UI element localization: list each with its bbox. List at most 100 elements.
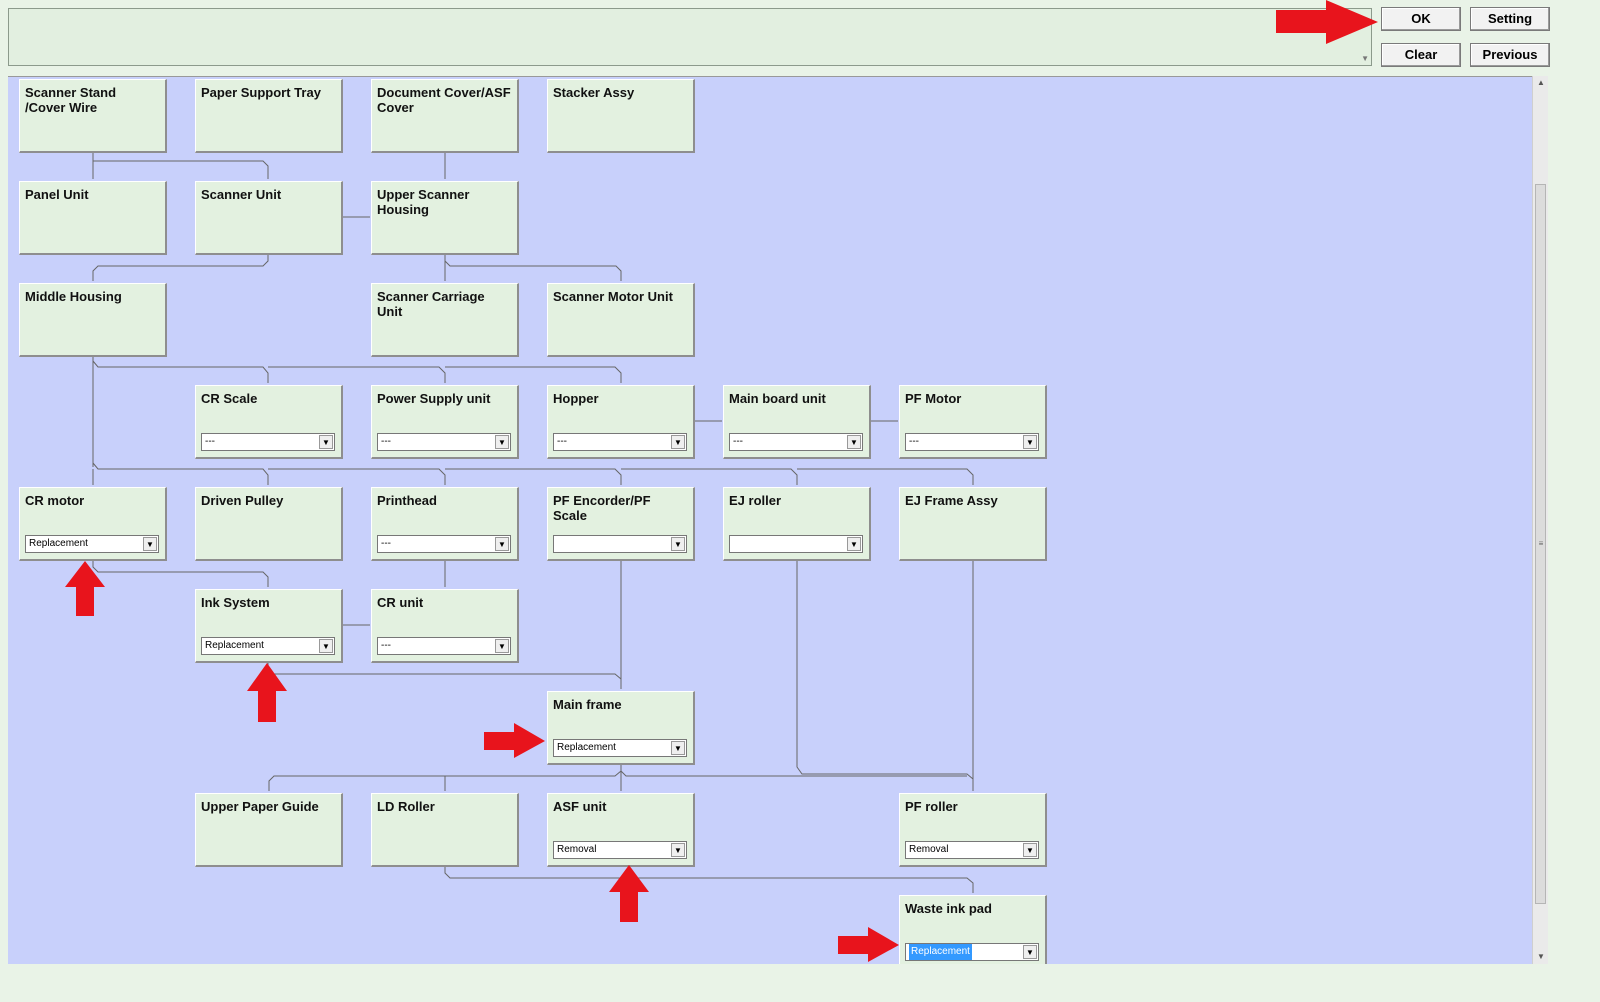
clear-button[interactable]: Clear	[1381, 43, 1461, 67]
dropdown-arrow-icon[interactable]: ▼	[319, 435, 333, 449]
select-value: Replacement	[909, 944, 972, 960]
status-select[interactable]: Replacement▼	[201, 637, 335, 655]
dropdown-arrow-icon[interactable]: ▼	[495, 537, 509, 551]
card-scanner-stand-cover-wire[interactable]: Scanner Stand /Cover Wire	[19, 79, 167, 153]
status-select[interactable]: --- ▼	[729, 433, 863, 451]
status-select[interactable]: --- ▼	[201, 433, 335, 451]
card-hopper[interactable]: Hopper ---▼	[547, 385, 695, 459]
card-scanner-unit[interactable]: Scanner Unit	[195, 181, 343, 255]
select-value: ---	[381, 538, 391, 549]
dropdown-arrow-icon[interactable]: ▼	[1023, 843, 1037, 857]
dropdown-arrow-icon[interactable]: ▼	[847, 537, 861, 551]
card-panel-unit[interactable]: Panel Unit	[19, 181, 167, 255]
status-select[interactable]: ▼	[553, 535, 687, 553]
status-select[interactable]: --- ▼	[905, 433, 1039, 451]
card-scanner-carriage-unit[interactable]: Scanner Carriage Unit	[371, 283, 519, 357]
bottom-strip	[0, 964, 1600, 1002]
up-arrow-icon	[609, 865, 649, 922]
ok-button[interactable]: OK	[1381, 7, 1461, 31]
select-value: Replacement	[29, 538, 88, 549]
card-title: EJ roller	[729, 493, 782, 508]
card-paper-support-tray[interactable]: Paper Support Tray	[195, 79, 343, 153]
scrollbar-thumb[interactable]: ≡	[1535, 184, 1546, 904]
status-select[interactable]: Removal▼	[905, 841, 1039, 859]
annotation-arrow-icon	[1276, 0, 1378, 44]
dropdown-arrow-icon[interactable]: ▼	[847, 435, 861, 449]
dropdown-arrow-icon[interactable]: ▼	[319, 639, 333, 653]
card-scanner-motor-unit[interactable]: Scanner Motor Unit	[547, 283, 695, 357]
card-printhead[interactable]: Printhead ---▼	[371, 487, 519, 561]
card-title: Stacker Assy	[553, 85, 635, 100]
card-title: Hopper	[553, 391, 599, 406]
card-title: Panel Unit	[25, 187, 89, 202]
card-cr-unit[interactable]: CR unit ---▼	[371, 589, 519, 663]
card-title: Ink System	[201, 595, 270, 610]
select-value: ---	[205, 436, 215, 447]
card-title: CR Scale	[201, 391, 258, 406]
card-title: Document Cover/ASF Cover	[377, 85, 511, 115]
status-select[interactable]: Removal ▼	[553, 841, 687, 859]
memo-scroll-icon[interactable]: ▼	[1361, 54, 1369, 63]
right-arrow-icon	[484, 723, 545, 758]
status-select[interactable]: --- ▼	[377, 433, 511, 451]
card-ej-roller[interactable]: EJ roller ▼	[723, 487, 871, 561]
dropdown-arrow-icon[interactable]: ▼	[671, 741, 685, 755]
dropdown-arrow-icon[interactable]: ▼	[1023, 435, 1037, 449]
dropdown-arrow-icon[interactable]: ▼	[671, 435, 685, 449]
card-ej-frame-assy[interactable]: EJ Frame Assy	[899, 487, 1047, 561]
card-title: Power Supply unit	[377, 391, 491, 406]
card-title: Main frame	[553, 697, 622, 712]
select-value: ---	[909, 436, 919, 447]
card-title: PF roller	[905, 799, 958, 814]
card-ld-roller[interactable]: LD Roller	[371, 793, 519, 867]
select-value: ---	[733, 436, 743, 447]
dropdown-arrow-icon[interactable]: ▼	[143, 537, 157, 551]
card-title: Waste ink pad	[905, 901, 992, 916]
card-middle-housing[interactable]: Middle Housing	[19, 283, 167, 357]
vertical-scrollbar[interactable]: ▲ ≡ ▼	[1532, 76, 1548, 964]
card-pf-motor[interactable]: PF Motor ---▼	[899, 385, 1047, 459]
card-title: Middle Housing	[25, 289, 122, 304]
dropdown-arrow-icon[interactable]: ▼	[495, 639, 509, 653]
card-title: Upper Scanner Housing	[377, 187, 470, 217]
status-select[interactable]: Replacement ▼	[905, 943, 1039, 961]
select-value: Removal	[557, 844, 597, 855]
card-title: CR unit	[377, 595, 424, 610]
status-select[interactable]: ▼	[729, 535, 863, 553]
card-cr-scale[interactable]: CR Scale --- ▼	[195, 385, 343, 459]
card-title: LD Roller	[377, 799, 435, 814]
card-pf-roller[interactable]: PF roller Removal▼	[899, 793, 1047, 867]
dropdown-arrow-icon[interactable]: ▼	[1023, 945, 1037, 959]
status-select[interactable]: ---▼	[377, 637, 511, 655]
dropdown-arrow-icon[interactable]: ▼	[671, 537, 685, 551]
card-power-supply-unit[interactable]: Power Supply unit --- ▼	[371, 385, 519, 459]
status-select[interactable]: Replacement ▼	[25, 535, 159, 553]
card-upper-paper-guide[interactable]: Upper Paper Guide	[195, 793, 343, 867]
dropdown-arrow-icon[interactable]: ▼	[671, 843, 685, 857]
card-driven-pulley[interactable]: Driven Pulley	[195, 487, 343, 561]
card-title: Paper Support Tray	[201, 85, 321, 100]
card-document-cover-asf-cover[interactable]: Document Cover/ASF Cover	[371, 79, 519, 153]
status-select[interactable]: ---▼	[553, 433, 687, 451]
dropdown-arrow-icon[interactable]: ▼	[495, 435, 509, 449]
card-cr-motor[interactable]: CR motor Replacement▼	[19, 487, 167, 561]
status-select[interactable]: --- ▼	[377, 535, 511, 553]
scroll-up-icon[interactable]: ▲	[1537, 78, 1545, 87]
scroll-down-icon[interactable]: ▼	[1537, 952, 1545, 961]
card-waste-ink-pad[interactable]: Waste ink pad Replacement ▼	[899, 895, 1047, 965]
card-title: Scanner Carriage Unit	[377, 289, 485, 319]
card-stacker-assy[interactable]: Stacker Assy	[547, 79, 695, 153]
card-upper-scanner-housing[interactable]: Upper Scanner Housing	[371, 181, 519, 255]
card-ink-system[interactable]: Ink System Replacement▼	[195, 589, 343, 663]
card-title: Upper Paper Guide	[201, 799, 319, 814]
card-pf-encoder-pf-scale[interactable]: PF Encorder/PF Scale ▼	[547, 487, 695, 561]
grip-icon: ≡	[1538, 539, 1544, 548]
select-value: ---	[381, 436, 391, 447]
card-main-board-unit[interactable]: Main board unit ---▼	[723, 385, 871, 459]
setting-button[interactable]: Setting	[1470, 7, 1550, 31]
card-asf-unit[interactable]: ASF unit Removal▼	[547, 793, 695, 867]
status-select[interactable]: Replacement▼	[553, 739, 687, 757]
previous-button[interactable]: Previous	[1470, 43, 1550, 67]
memo-text-area[interactable]: ▼	[8, 8, 1372, 66]
card-main-frame[interactable]: Main frame Replacement▼	[547, 691, 695, 765]
